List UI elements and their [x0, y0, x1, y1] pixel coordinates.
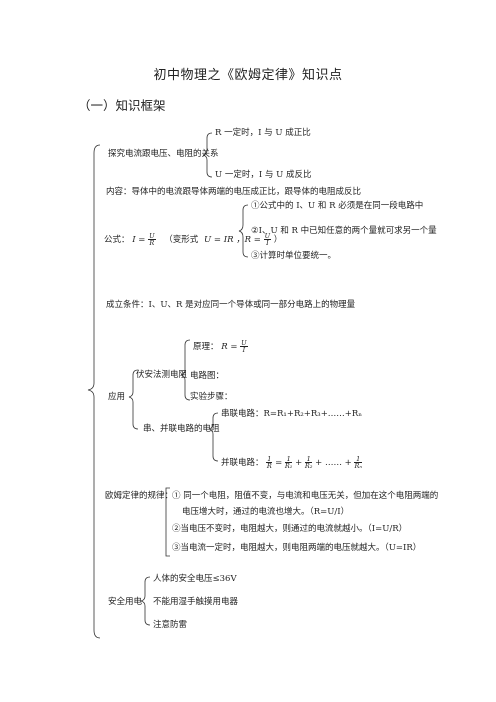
- safety-label: 安全用电: [108, 597, 143, 607]
- principle-label: 原理：: [193, 342, 219, 352]
- series-text: 串联电路：R=R₁+R₂+R₃+……+Rₙ: [221, 409, 363, 419]
- law-label: 欧姆定律的规律：: [105, 491, 174, 501]
- explore-label: 探究电流跟电压、电阻的关系: [108, 149, 219, 159]
- steps-label: 实验步骤：: [190, 392, 233, 402]
- law-bracket: [165, 487, 170, 557]
- formula-close: ）: [273, 235, 283, 245]
- formula-brace: [238, 204, 249, 258]
- safety-item-1: 人体的安全电压≤36V: [153, 574, 237, 584]
- page-title: 初中物理之《欧姆定律》知识点: [153, 68, 343, 83]
- formula-prefix: 公式：: [104, 235, 130, 245]
- formula-note-3: ③计算时单位要统一。: [251, 251, 337, 261]
- law-item-2: ②当电压不变时，电阻越大，则通过的电流就越小。（I=U/R）: [172, 524, 408, 534]
- safety-brace: [140, 576, 151, 626]
- apply-brace: [128, 369, 139, 430]
- r-constant-text: R 一定时，I 与 U 成正比: [215, 128, 311, 138]
- law-item-1-cont: 电压增大时，通过的电流也增大。（R=U/I）: [182, 507, 350, 517]
- apply-label: 应用: [108, 392, 126, 402]
- formula-note-1: ①公式中的 I、U 和 R 必须是在同一段电路中: [251, 201, 424, 211]
- formula-r: ，R =: [236, 235, 261, 245]
- series-parallel-label: 串、并联电路的电阻: [143, 424, 220, 434]
- content-text: 内容：导体中的电流跟导体两端的电压成正比，跟导体的电阻成反比: [106, 187, 362, 197]
- principle-r: R =: [221, 342, 238, 352]
- safety-item-3: 注意防雷: [153, 620, 188, 630]
- main-brace: [87, 144, 101, 639]
- safety-item-2: 不能用湿手触摸用电器: [153, 597, 239, 607]
- formula-i: I =: [132, 235, 146, 245]
- voltammeter-label: 伏安法测电阻: [136, 370, 188, 380]
- condition-text: 成立条件：I、U、R 是对应同一个导体或同一部分电路上的物理量: [106, 300, 356, 310]
- series-parallel-brace: [208, 412, 219, 462]
- parallel-dots: + …… +: [315, 458, 352, 468]
- law-item-1: ① 同一个电阻，阻值不变，与电流和电压无关，但加在这个电阻两端的: [172, 491, 439, 501]
- voltammeter-brace: [180, 339, 191, 401]
- formula-variants-label: （变形式: [164, 235, 199, 245]
- circuit-label: 电路图：: [190, 371, 225, 381]
- formula-u: U = IR: [204, 235, 234, 245]
- explore-brace: [202, 132, 213, 178]
- section-heading: （一）知识框架: [78, 98, 166, 113]
- formula-note-2: ②I、U 和 R 中已知任意的两个量就可求另一个量: [251, 226, 437, 236]
- parallel-label: 并联电路：: [221, 458, 264, 468]
- law-item-3: ③当电流一定时，电阻越大，则电阻两端的电压就越大。（U=IR）: [172, 543, 422, 553]
- u-constant-text: U 一定时，I 与 U 成反比: [215, 170, 312, 180]
